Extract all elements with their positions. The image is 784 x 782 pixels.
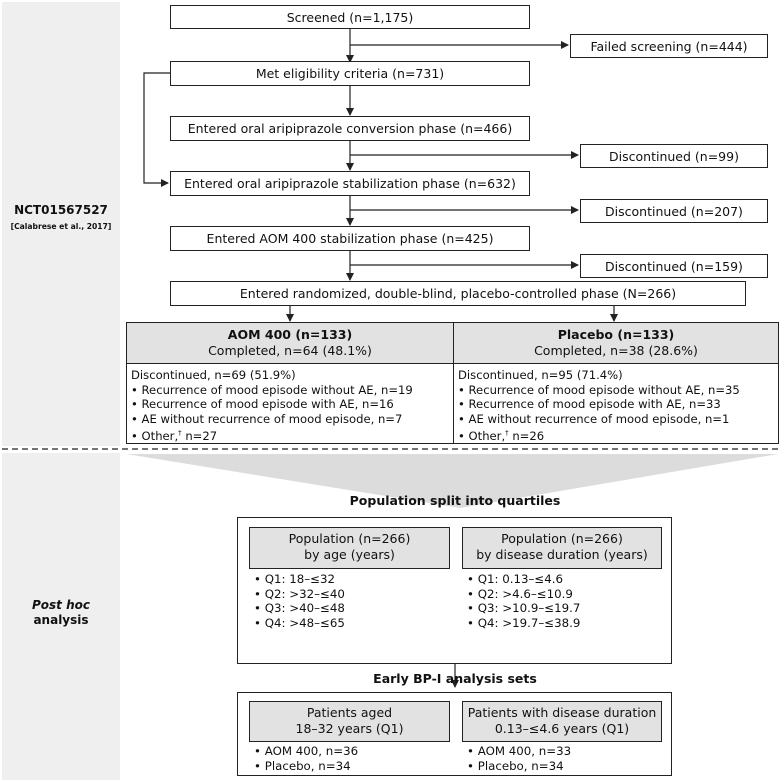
funnel-shape — [126, 454, 778, 508]
placebo-arm-header: Placebo (n=133) Completed, n=38 (28.6%) — [454, 323, 778, 364]
list-item: • Q1: 0.13–≤4.6 — [467, 572, 564, 586]
failed-screening-box: Failed screening (n=444) — [570, 34, 768, 58]
discontinued-aom-box: Discontinued (n=159) — [580, 254, 768, 278]
placebo-arm-title: Placebo (n=133) — [557, 327, 675, 342]
dagger-mark: † — [505, 429, 509, 437]
list-item: • Recurrence of mood episode with AE, n=… — [458, 397, 721, 411]
aom-arm-details: Discontinued, n=69 (51.9%) • Recurrence … — [127, 364, 453, 447]
placebo-arm-completed: Completed, n=38 (28.6%) — [534, 343, 698, 358]
stabilization-box: Entered oral aripiprazole stabilization … — [170, 171, 530, 196]
list-item: • Q4: >48–≤65 — [254, 615, 345, 630]
posthoc-sidebar — [2, 453, 120, 780]
list-item: • AOM 400, n=36 — [254, 744, 359, 758]
early-age-header: Patients aged 18–32 years (Q1) — [249, 701, 450, 742]
aom-stabilization-box: Entered AOM 400 stabilization phase (n=4… — [170, 226, 530, 251]
list-item: • AE without recurrence of mood episode,… — [131, 411, 403, 426]
early-sets-title: Early BP-I analysis sets — [373, 671, 537, 686]
early-duration-header: Patients with disease duration 0.13–≤4.6… — [462, 701, 662, 742]
duration-quartile-header: Population (n=266) by disease duration (… — [462, 527, 662, 569]
list-item: • AOM 400, n=33 — [467, 744, 572, 758]
early-duration-list: • AOM 400, n=33 • Placebo, n=34 — [467, 744, 571, 773]
list-item: • Other,† n=27 — [131, 428, 218, 443]
age-quartile-list: • Q1: 18–≤32 • Q2: >32–≤40 • Q3: >40–≤48… — [254, 572, 345, 630]
age-quartile-header: Population (n=266) by age (years) — [249, 527, 450, 569]
randomized-box: Entered randomized, double-blind, placeb… — [170, 281, 746, 306]
trial-id: NCT01567527 — [14, 203, 108, 217]
early-age-list: • AOM 400, n=36 • Placebo, n=34 — [254, 744, 358, 773]
aom-arm-discontinued: Discontinued, n=69 (51.9%) — [131, 368, 296, 382]
list-item: • AE without recurrence of mood episode,… — [458, 411, 730, 426]
list-item: • Recurrence of mood episode without AE,… — [458, 382, 740, 397]
list-item: • Placebo, n=34 — [254, 758, 351, 773]
discontinued-stabilization-box: Discontinued (n=207) — [580, 199, 768, 223]
list-item: • Q1: 18–≤32 — [254, 572, 336, 586]
discontinued-conversion-box: Discontinued (n=99) — [580, 144, 768, 168]
list-item: • Q3: >10.9–≤19.7 — [467, 601, 581, 615]
conversion-box: Entered oral aripiprazole conversion pha… — [170, 116, 530, 141]
aom-arm-title: AOM 400 (n=133) — [227, 327, 353, 342]
list-item: • Recurrence of mood episode with AE, n=… — [131, 397, 394, 411]
aom-arm-header: AOM 400 (n=133) Completed, n=64 (48.1%) — [127, 323, 453, 364]
placebo-arm-discontinued: Discontinued, n=95 (71.4%) — [458, 368, 623, 382]
list-item: • Recurrence of mood episode without AE,… — [131, 382, 413, 397]
placebo-arm-box: Placebo (n=133) Completed, n=38 (28.6%) … — [453, 322, 779, 444]
trial-citation: [Calabrese et al., 2017] — [10, 222, 112, 231]
aom-arm-completed: Completed, n=64 (48.1%) — [208, 343, 372, 358]
list-item: • Q2: >4.6–≤10.9 — [467, 586, 573, 601]
posthoc-line2: analysis — [33, 613, 89, 627]
list-item: • Q2: >32–≤40 — [254, 586, 345, 601]
list-item: • Placebo, n=34 — [467, 758, 564, 773]
dagger-mark: † — [178, 429, 182, 437]
duration-quartile-list: • Q1: 0.13–≤4.6 • Q2: >4.6–≤10.9 • Q3: >… — [467, 572, 580, 630]
quartiles-title: Population split into quartiles — [349, 493, 561, 508]
eligibility-box: Met eligibility criteria (n=731) — [170, 61, 530, 86]
posthoc-label: Post hoc analysis — [2, 598, 120, 628]
placebo-arm-details: Discontinued, n=95 (71.4%) • Recurrence … — [454, 364, 778, 447]
trial-sidebar — [2, 2, 120, 446]
screened-box: Screened (n=1,175) — [170, 5, 530, 29]
posthoc-line1: Post hoc — [32, 598, 90, 612]
aom-arm-box: AOM 400 (n=133) Completed, n=64 (48.1%) … — [126, 322, 454, 444]
list-item: • Other,† n=26 — [458, 428, 545, 443]
list-item: • Q3: >40–≤48 — [254, 601, 345, 615]
list-item: • Q4: >19.7–≤38.9 — [467, 615, 581, 630]
